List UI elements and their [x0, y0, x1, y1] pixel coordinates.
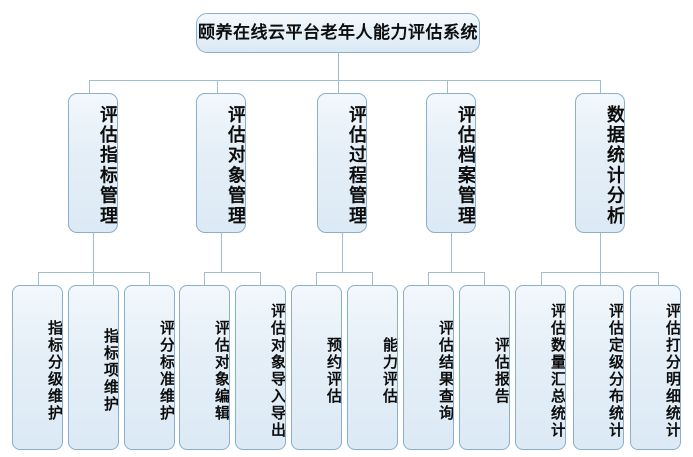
- connector-drop-leaf-3: [149, 272, 150, 285]
- connector-drop-leaf-8: [428, 272, 429, 285]
- connector-stem-branch-5: [600, 233, 601, 272]
- branch-node-1[interactable]: 评估指标管理: [68, 93, 118, 233]
- connector-drop-leaf-2: [93, 272, 94, 285]
- connector-bus-branch-3: [316, 272, 372, 273]
- connector-drop-leaf-12: [658, 272, 659, 285]
- connector-bus-branch-5: [541, 272, 658, 273]
- connector-drop-leaf-11: [600, 272, 601, 285]
- connector-drop-branch-4: [447, 80, 448, 93]
- leaf-node-ability-assessment[interactable]: 能力评估: [347, 285, 398, 450]
- connector-drop-branch-3: [338, 80, 339, 93]
- root-node[interactable]: 颐养在线云平台老年人能力评估系统: [196, 13, 480, 53]
- connector-drop-branch-2: [217, 80, 218, 93]
- connector-root-stem: [338, 53, 339, 80]
- leaf-node-assessment-result-query[interactable]: 评估结果查询: [403, 285, 454, 450]
- connector-drop-leaf-7: [372, 272, 373, 285]
- leaf-node-scoring-standard-maintenance[interactable]: 评分标准维护: [124, 285, 175, 450]
- connector-drop-leaf-1: [38, 272, 39, 285]
- branch-node-4[interactable]: 评估档案管理: [426, 93, 476, 233]
- connector-drop-leaf-4: [204, 272, 205, 285]
- connector-bus-branch-4: [428, 272, 484, 273]
- branch-node-3[interactable]: 评估过程管理: [317, 93, 367, 233]
- leaf-node-assessment-grade-distribution-statistics[interactable]: 评估定级分布统计: [573, 285, 624, 450]
- branch-node-2[interactable]: 评估对象管理: [196, 93, 246, 233]
- connector-stem-branch-2: [221, 233, 222, 272]
- leaf-node-assessment-object-import-export[interactable]: 评估对象导入导出: [235, 285, 286, 450]
- leaf-node-assessment-score-detail-statistics[interactable]: 评估打分明细统计: [630, 285, 681, 450]
- leaf-node-assessment-object-edit[interactable]: 评估对象编辑: [179, 285, 230, 450]
- leaf-node-indicator-item-maintenance[interactable]: 指标项维护: [68, 285, 119, 450]
- leaf-node-assessment-report[interactable]: 评估报告: [459, 285, 510, 450]
- connector-drop-branch-1: [89, 80, 90, 93]
- connector-stem-branch-1: [93, 233, 94, 272]
- branch-node-5[interactable]: 数据统计分析: [575, 93, 625, 233]
- connector-bus-branch-2: [204, 272, 260, 273]
- connector-drop-leaf-10: [541, 272, 542, 285]
- leaf-node-appointment-assessment[interactable]: 预约评估: [291, 285, 342, 450]
- leaf-node-indicator-level-maintenance[interactable]: 指标分级维护: [12, 285, 63, 450]
- leaf-node-assessment-count-summary-statistics[interactable]: 评估数量汇总统计: [515, 285, 566, 450]
- connector-stem-branch-3: [342, 233, 343, 272]
- connector-drop-branch-5: [600, 80, 601, 93]
- connector-drop-leaf-9: [484, 272, 485, 285]
- connector-drop-leaf-5: [260, 272, 261, 285]
- connector-stem-branch-4: [451, 233, 452, 272]
- connector-drop-leaf-6: [316, 272, 317, 285]
- connector-level2-bus: [89, 80, 601, 81]
